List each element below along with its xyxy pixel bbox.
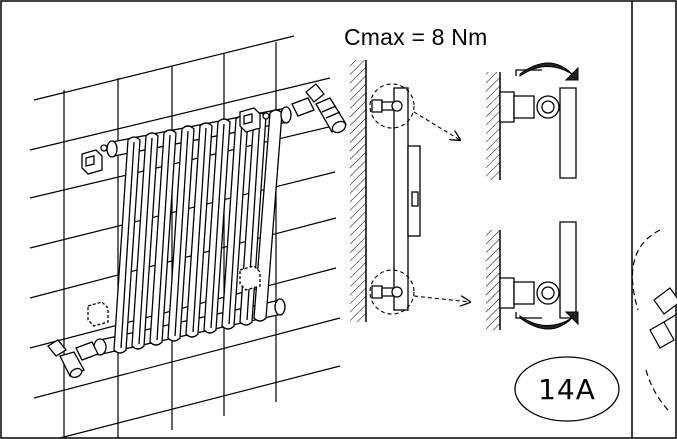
- detail-callout-top: [369, 83, 460, 140]
- torque-label: Cmax = 8 Nm: [344, 24, 488, 50]
- detail-top-bracket: [486, 62, 579, 180]
- step-badge: [514, 356, 620, 422]
- rotation-arrow-icon: [519, 311, 579, 330]
- wall-tiles-icon: [29, 35, 341, 439]
- detail-callout-bottom: [369, 269, 470, 315]
- detail-bottom-bracket: [486, 221, 579, 330]
- wall-section-icon: [350, 60, 367, 322]
- rotation-arrow-icon: [519, 62, 579, 81]
- next-panel-partial: [631, 229, 677, 411]
- thermostatic-valve-icon: [291, 83, 347, 134]
- wall-bracket-icon: [81, 107, 270, 327]
- radiator-side-icon: [371, 87, 421, 311]
- radiator-icon: [93, 106, 292, 356]
- step-number: 14A: [538, 372, 596, 406]
- lockshield-valve-icon: [47, 339, 99, 379]
